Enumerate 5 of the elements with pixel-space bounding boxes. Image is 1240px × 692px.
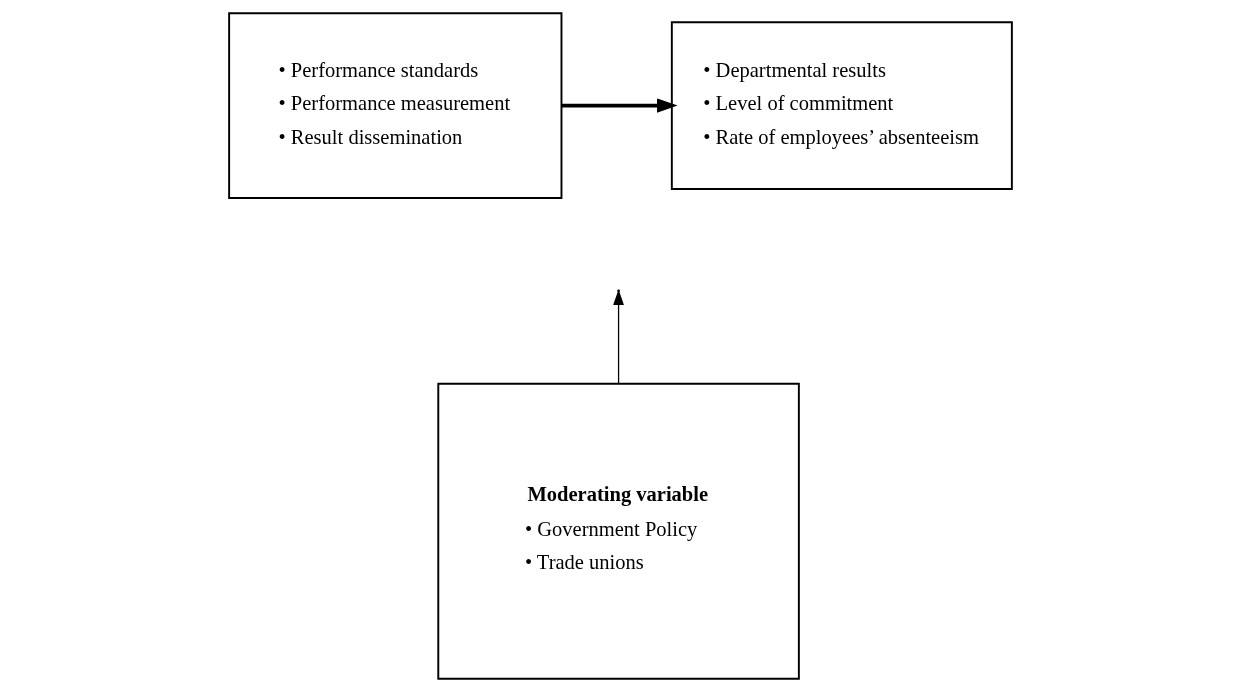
arrow [561,98,678,113]
node-box: Moderating variable • Government Policy • Trade unions [436,382,800,680]
node-box: • Departmental results • Level of commitment • Rate of employees’ absenteeism [670,21,1013,190]
node-box: • Performance standards • Performance measurement • Result dissemination [227,12,562,199]
arrow [612,289,624,384]
